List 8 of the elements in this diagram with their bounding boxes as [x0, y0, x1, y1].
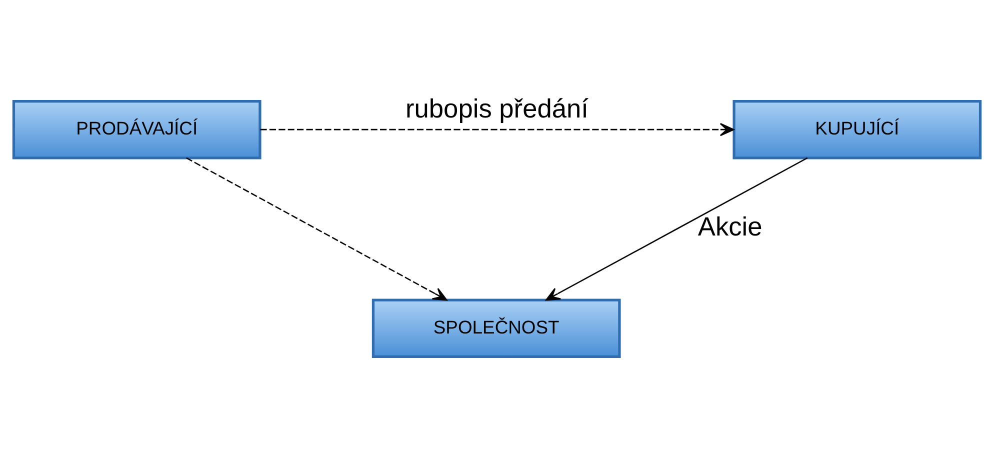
arrow — [546, 157, 808, 301]
arrow — [260, 123, 734, 136]
edge-label: Akcie — [698, 212, 762, 242]
node-box: KUPUJÍCÍ — [732, 100, 982, 160]
edge-label: rubopis předání — [406, 94, 588, 124]
node-box: SPOLEČNOST — [372, 298, 621, 358]
node-box: PRODÁVAJÍCÍ — [12, 100, 262, 160]
arrow — [186, 157, 448, 301]
